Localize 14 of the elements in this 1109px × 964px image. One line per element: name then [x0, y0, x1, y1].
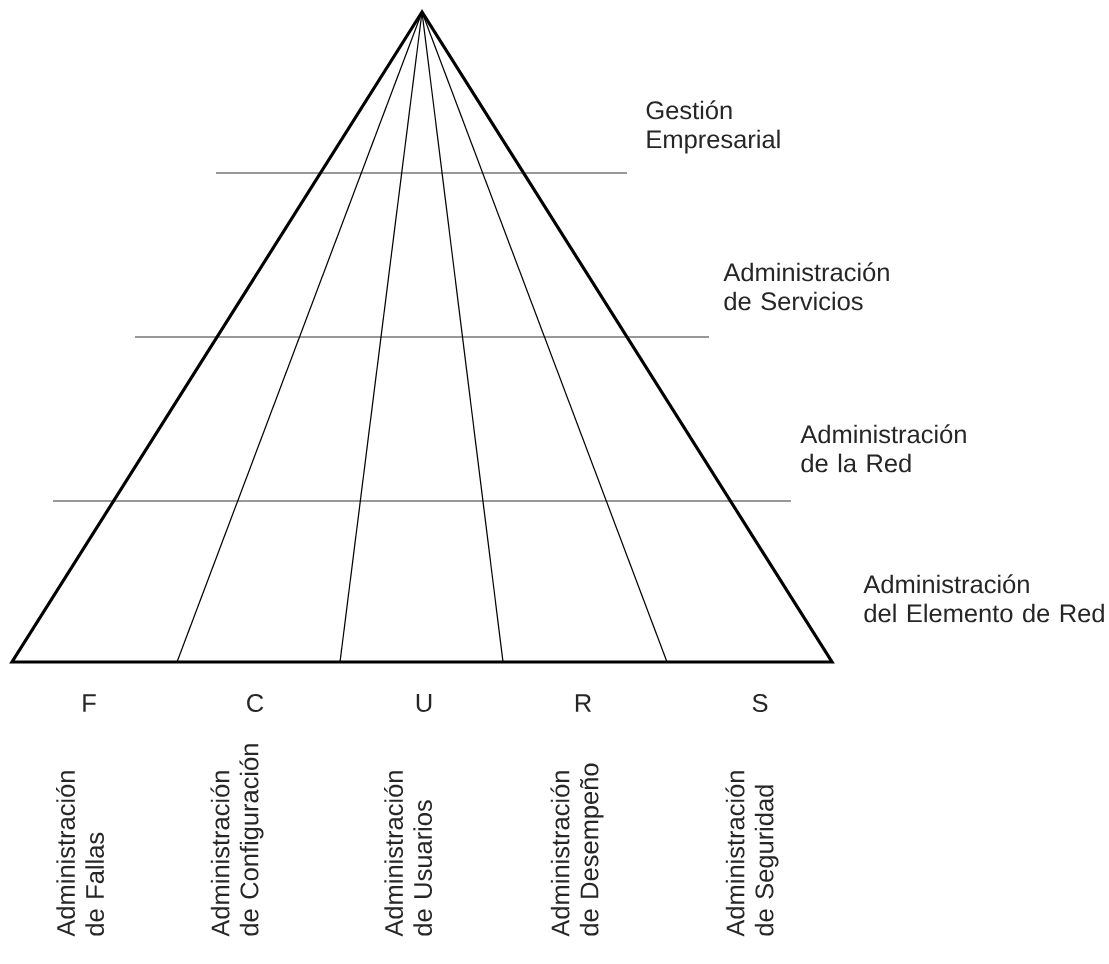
column-label: Administración de Usuarios	[384, 771, 432, 937]
column-letter: R	[575, 694, 592, 712]
column-letter: U	[416, 694, 432, 712]
column-label: Administración de Seguridad	[725, 771, 779, 937]
level-label: Administración de la Red	[800, 424, 966, 473]
level-label: Gestión Empresarial	[646, 100, 780, 154]
level-label: Administración de Servicios	[723, 262, 889, 311]
column-label: Administración de Fallas	[56, 771, 104, 937]
column-letter: S	[752, 694, 768, 713]
column-letter: C	[247, 694, 264, 713]
level-label: Administración del Elemento de Red	[863, 574, 1104, 623]
column-label: Administración de Desempeño	[550, 763, 604, 937]
column-letter: F	[83, 694, 96, 712]
column-label: Administración de Configuración	[210, 744, 264, 937]
